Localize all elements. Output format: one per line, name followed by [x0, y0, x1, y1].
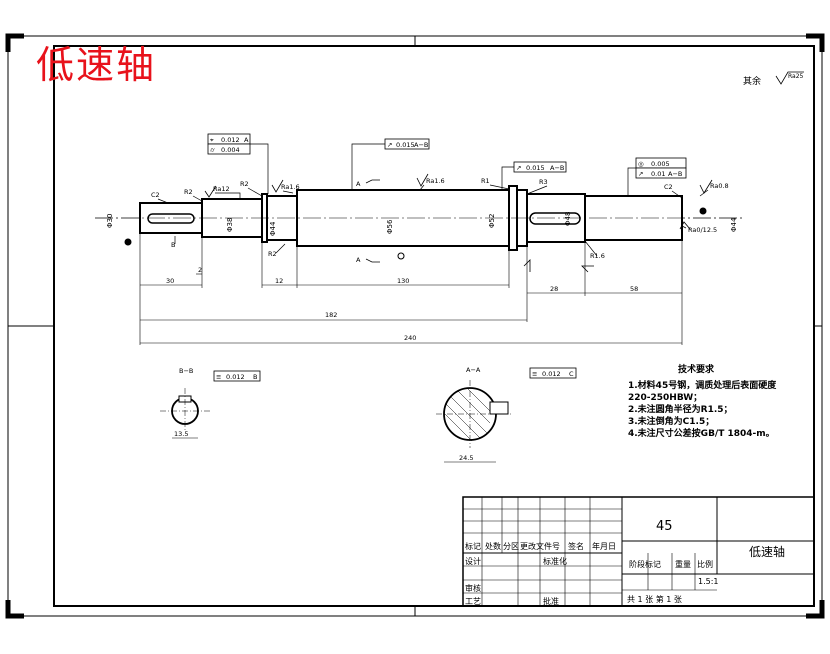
section-aa-label: A−A: [466, 366, 481, 374]
svg-text:Φ56: Φ56: [386, 219, 394, 234]
tech-item: 1.材料45号钢，调质处理后表面硬度: [628, 381, 777, 391]
label-r1-6: R1.6: [590, 252, 605, 260]
tol-1-ref: A: [244, 136, 249, 144]
dim-240: 240: [404, 334, 416, 342]
tol-5-value: 0.005: [651, 160, 670, 168]
dim-2: 2: [198, 266, 202, 274]
standardize-label: 标准化: [543, 557, 567, 566]
rev-col-sign: 签名: [568, 542, 584, 551]
tol-7: ≡: [216, 373, 221, 381]
label-r2-c: R2: [268, 250, 277, 258]
stage-mark-label: 阶段标记: [629, 560, 661, 569]
svg-text:Φ38: Φ38: [226, 218, 234, 232]
tol-2-value: 0.004: [221, 146, 240, 154]
dim-12: 12: [275, 277, 283, 285]
section-bb: [160, 370, 261, 439]
tol-4-value: 0.015: [526, 164, 545, 172]
tech-title: 技术要求: [678, 365, 715, 375]
label-r3: R3: [539, 178, 548, 186]
tech-item: 3.未注倒角为C1.5；: [628, 417, 715, 427]
scale-value: 1.5:1: [698, 577, 719, 586]
dim-30: 30: [166, 277, 174, 285]
tol-2: ⌭: [210, 146, 215, 154]
process-label: 工艺: [465, 597, 481, 606]
keyway-left: [147, 213, 195, 224]
dim-28: 28: [550, 285, 558, 293]
material: 45: [656, 519, 673, 534]
tol-8: ≡: [532, 370, 537, 378]
section-bb-width: 13.5: [174, 430, 188, 438]
section-aa-width: 24.5: [459, 454, 473, 462]
tol-8-value: 0.012: [542, 370, 561, 378]
tol-7-ref: B: [253, 373, 257, 381]
label-ra1-6b: Ra1.6: [426, 177, 445, 185]
review-label: 审核: [465, 584, 481, 593]
tech-item: 2.未注圆角半径为R1.5；: [628, 405, 733, 415]
tol-8-ref: C: [569, 370, 574, 378]
part-name: 低速轴: [749, 545, 786, 559]
section-bb-label: B−B: [179, 367, 193, 375]
weight-label: 重量: [675, 560, 691, 569]
svg-text:Φ48: Φ48: [564, 212, 572, 226]
label-r2-a: R2: [184, 188, 193, 196]
svg-text:Φ44: Φ44: [730, 217, 738, 232]
label-ra0-8: Ra0.8: [710, 182, 729, 190]
tol-6-value: 0.01: [651, 170, 665, 178]
rev-col-doc: 更改文件号: [520, 542, 560, 551]
sheet-count: 共 1 张 第 1 张: [627, 595, 682, 604]
label-b-mark: B: [171, 241, 175, 249]
keyway-right: [529, 212, 581, 225]
dim-130: 130: [397, 277, 409, 285]
tol-6: ↗: [638, 170, 643, 178]
tol-1-value: 0.012: [221, 136, 240, 144]
tol-3: ↗: [387, 141, 392, 149]
rev-col-mark: 标记: [465, 542, 481, 551]
surface-finish-icon: [775, 71, 804, 85]
svg-text:Φ52: Φ52: [488, 214, 496, 228]
rev-col-zone: 分区: [503, 542, 519, 551]
rev-col-count: 处数: [485, 542, 501, 551]
label-a-mark2: A: [356, 256, 361, 264]
tech-item: 220-250HBW；: [628, 393, 703, 403]
tol-frames: [207, 133, 687, 179]
label-c2-left: C2: [151, 191, 160, 199]
tol-3-ref: A−B: [414, 141, 428, 149]
label-ra12: Ra12: [213, 185, 230, 193]
scale-label: 比例: [697, 560, 713, 569]
surface-finish-label: 其余: [743, 77, 762, 87]
tol-1: ⌖: [210, 136, 214, 144]
label-a-mark: A: [356, 180, 361, 188]
tol-4: ↗: [516, 164, 521, 172]
corner-marks: [5, 33, 825, 619]
design-label: 设计: [465, 557, 481, 566]
dim-58: 58: [630, 285, 638, 293]
aa-hatching: [444, 388, 491, 442]
drawing-title: 低速轴: [36, 43, 157, 87]
tech-item: 4.未注尺寸公差按GB/T 1804-m。: [628, 429, 775, 439]
tol-5: ◎: [638, 160, 644, 168]
label-r1: R1: [481, 177, 490, 185]
tol-7-value: 0.012: [226, 373, 245, 381]
label-r2-b: R2: [240, 180, 249, 188]
label-ra12-5: Ra0/12.5: [688, 226, 717, 234]
tech-requirements: 1.材料45号钢，调质处理后表面硬度 220-250HBW； 2.未注圆角半径为…: [628, 380, 803, 440]
svg-text:Φ44: Φ44: [269, 221, 277, 236]
label-c2-right: C2: [664, 183, 673, 191]
section-aa: [436, 367, 577, 463]
dim-182: 182: [325, 311, 337, 319]
surface-finish-value: Ra25: [788, 73, 804, 80]
title-block: [462, 496, 815, 607]
svg-text:Φ30: Φ30: [106, 214, 114, 228]
rev-col-date: 年月日: [592, 542, 616, 551]
tol-3-value: 0.015: [396, 141, 415, 149]
tol-4-ref: A−B: [550, 164, 564, 172]
approve-label: 批准: [543, 597, 559, 606]
tol-6-ref: A−B: [668, 170, 682, 178]
label-ra1-6: Ra1.6: [281, 183, 300, 191]
